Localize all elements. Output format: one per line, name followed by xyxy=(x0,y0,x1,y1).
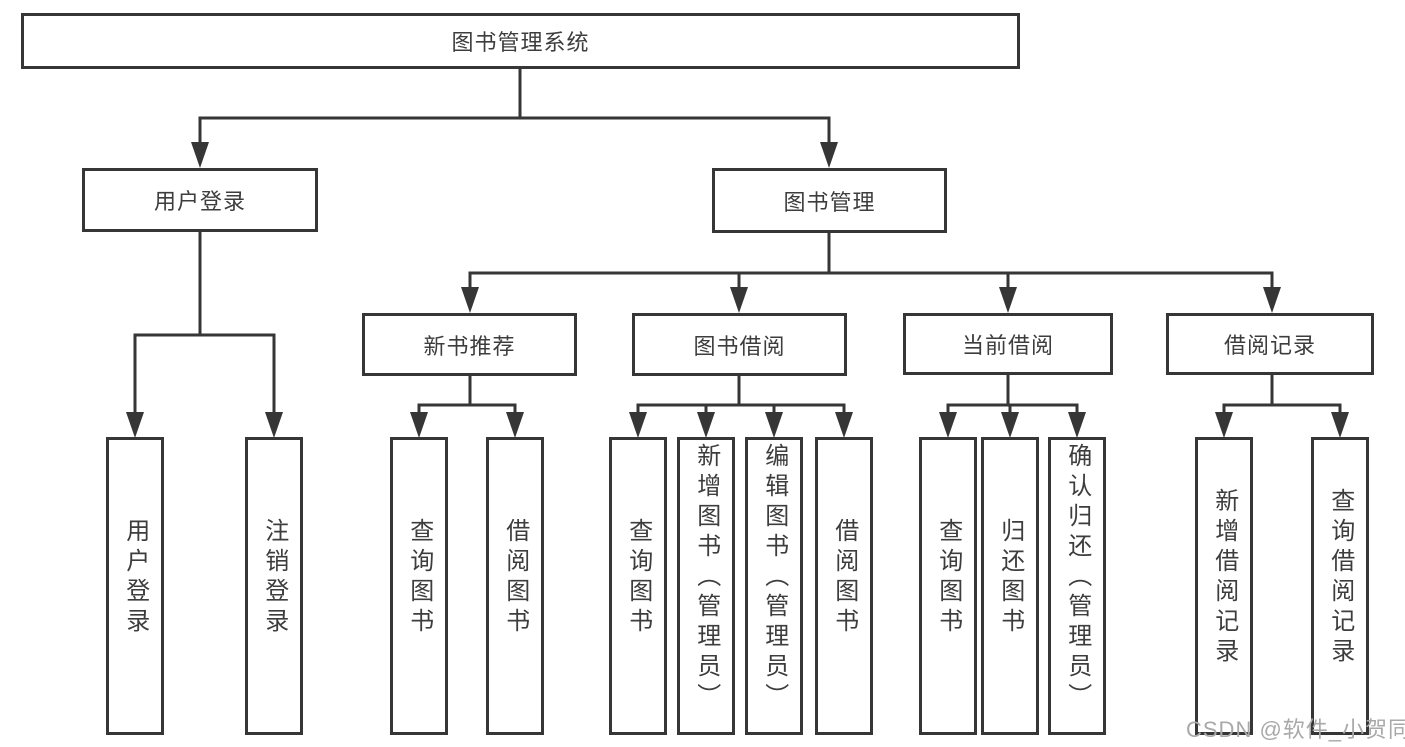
node-current-borrowing-label: 当前借阅 xyxy=(961,333,1054,358)
node-new-book-recommend: 新书推荐 xyxy=(362,313,577,376)
leaf-current-confirm-return-label: 确认归还（管理员） xyxy=(1063,443,1091,713)
leaf-borrowing-add-books-label: 新增图书（管理员） xyxy=(692,443,720,713)
leaf-current-return-books-label: 归还图书 xyxy=(996,518,1024,638)
node-book-borrowing: 图书借阅 xyxy=(632,313,847,376)
leaf-recommend-query-books-label: 查询图书 xyxy=(405,518,433,638)
leaf-borrowing-edit-books: 编辑图书（管理员） xyxy=(745,437,803,735)
leaf-borrowing-borrow-books-label: 借阅图书 xyxy=(830,518,858,638)
node-book-borrowing-label: 图书借阅 xyxy=(693,333,786,359)
node-borrowing-records: 借阅记录 xyxy=(1166,313,1374,375)
leaf-recommend-borrow-books-label: 借阅图书 xyxy=(501,518,529,638)
leaf-records-query-record: 查询借阅记录 xyxy=(1311,437,1369,735)
leaf-borrowing-edit-books-label: 编辑图书（管理员） xyxy=(760,443,788,713)
node-borrowing-records-label: 借阅记录 xyxy=(1223,333,1316,358)
leaf-current-query-books-label: 查询图书 xyxy=(934,518,962,638)
leaf-logout-label: 注销登录 xyxy=(260,518,288,638)
leaf-recommend-borrow-books: 借阅图书 xyxy=(486,437,544,735)
leaf-current-return-books: 归还图书 xyxy=(981,437,1039,735)
node-root-system: 图书管理系统 xyxy=(21,13,1020,69)
node-user-login-label: 用户登录 xyxy=(153,189,246,214)
leaf-user-login: 用户登录 xyxy=(106,437,164,735)
leaf-borrowing-borrow-books: 借阅图书 xyxy=(815,437,873,735)
leaf-borrowing-query-books-label: 查询图书 xyxy=(624,518,652,638)
node-root-system-label: 图书管理系统 xyxy=(451,30,590,55)
leaf-borrowing-query-books: 查询图书 xyxy=(609,437,667,735)
node-book-management-label: 图书管理 xyxy=(783,189,876,215)
node-new-book-recommend-label: 新书推荐 xyxy=(423,333,516,359)
leaf-recommend-query-books: 查询图书 xyxy=(390,437,448,735)
node-user-login: 用户登录 xyxy=(82,168,318,232)
leaf-borrowing-add-books: 新增图书（管理员） xyxy=(677,437,735,735)
csdn-watermark: CSDN @软件_小贺同学 xyxy=(1186,717,1405,742)
node-book-management: 图书管理 xyxy=(712,168,947,233)
leaf-logout: 注销登录 xyxy=(245,437,303,735)
leaf-user-login-label: 用户登录 xyxy=(121,518,149,638)
leaf-records-add-record-label: 新增借阅记录 xyxy=(1210,488,1238,668)
leaf-current-query-books: 查询图书 xyxy=(919,437,977,735)
leaf-current-confirm-return: 确认归还（管理员） xyxy=(1048,437,1106,735)
leaf-records-add-record: 新增借阅记录 xyxy=(1195,437,1253,735)
node-current-borrowing: 当前借阅 xyxy=(903,313,1113,375)
leaf-records-query-record-label: 查询借阅记录 xyxy=(1326,488,1354,668)
